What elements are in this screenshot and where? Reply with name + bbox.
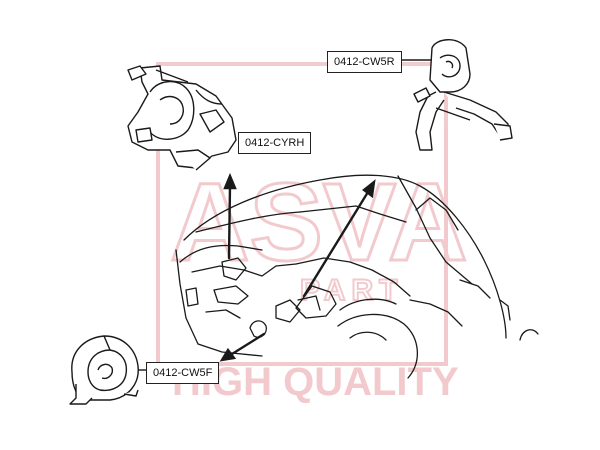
part-label-cw5r: 0412-CW5R (327, 51, 402, 73)
car-engine-bay-drawing (175, 174, 539, 379)
part-label-cw5f: 0412-CW5F (146, 362, 220, 384)
watermark-quality: HIGH QUALITY (172, 360, 459, 404)
engine-mount-cw5f-drawing (69, 335, 139, 405)
leader-lines (138, 59, 432, 371)
engine-mount-cyrh-drawing (127, 65, 237, 171)
engine-mount-cw5r-drawing (413, 39, 513, 151)
pointer-arrows (219, 172, 376, 362)
part-label-cyrh: 0412-CYRH (238, 132, 312, 154)
